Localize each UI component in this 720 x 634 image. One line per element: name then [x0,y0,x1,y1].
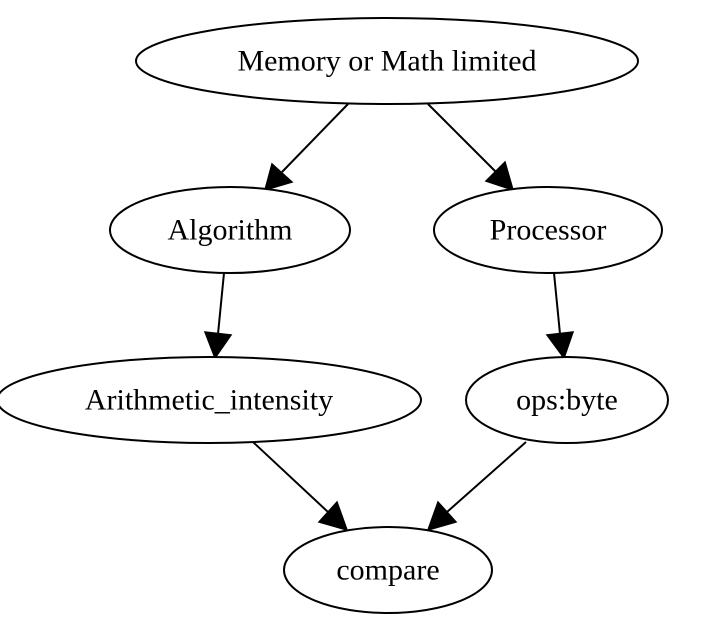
node-memory-or-math-limited: Memory or Math limited [135,17,639,105]
edge-processor-to-ops-byte [545,272,575,360]
node-label: compare [336,554,439,587]
edge-ops-byte-to-compare [426,441,527,532]
node-label: Algorithm [168,214,293,247]
edge-memory-to-processor [427,103,515,192]
edges [203,103,575,532]
node-arithmetic-intensity: Arithmetic_intensity [0,356,422,444]
node-algorithm: Algorithm [109,186,351,274]
edge-memory-to-algorithm [263,103,349,192]
node-label: Processor [490,214,607,247]
node-label: Arithmetic_intensity [85,384,333,417]
edge-algorithm-to-arithmetic-intensity [203,272,233,360]
node-label: ops:byte [516,384,618,417]
node-processor: Processor [433,186,663,274]
node-label: Memory or Math limited [237,45,536,78]
edge-arithmetic-intensity-to-compare [252,441,349,532]
node-compare: compare [283,526,493,614]
node-ops-byte: ops:byte [465,356,669,444]
